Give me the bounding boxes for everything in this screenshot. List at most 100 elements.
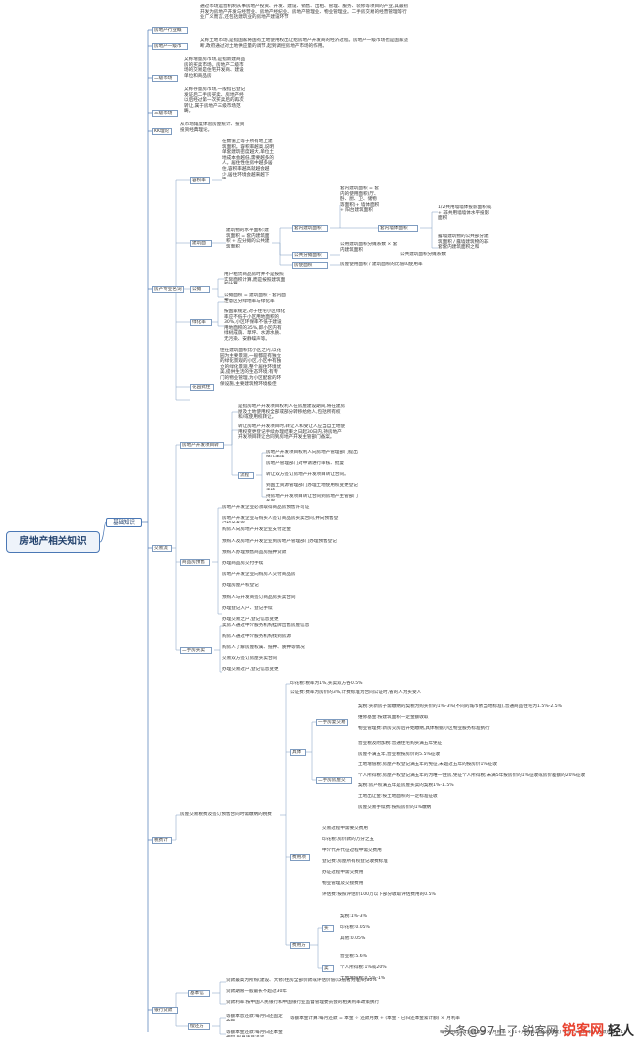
node-first-hand-trade[interactable]: 一手房复交易 [316,719,348,726]
node-industry-concept[interactable]: 房地产行业概念 [152,27,188,34]
node-kk-theory[interactable]: KK理论 [152,128,172,135]
node-presale[interactable]: 商品房预售 [180,559,210,566]
node-building-area[interactable]: 建筑面积 [190,240,212,247]
list-item: 个人所得税:房屋产权登记满五年的为唯一住房,免征个人所得税;未满5年按房价的1%… [358,772,586,778]
node-specific[interactable]: 具体 [290,749,306,756]
watermark-brand: 锐客网 [562,1023,605,1039]
list-item: 营业税及附加税:普通住宅购买满五年免征 [358,741,443,746]
node-stamp-tax: 印花税:税率为1%,买卖双方各0.5% [290,681,363,686]
list-item: 贷款期限一般最长不超过30年 [226,989,287,994]
list-item: 办证过程中需交费用 [322,870,364,875]
node-fee-parties[interactable]: 费用方案 [290,942,310,949]
list-item: 房屋交易手续费:按照房价的1%缴纳 [358,804,432,810]
node-inner-wall-area-desc: 1/2共用墙墙体投影面积或 + 非共用墙墙体水平投影面积 [438,205,492,222]
list-item: 办理商品房交付手续 [222,561,264,566]
node-loan-calc[interactable]: 银行贷款计算 [152,1007,178,1014]
list-item: 登记费:房屋所有权登记收费标准 [322,859,388,864]
node-floor-area-ratio-desc: 在数值上等于所有地上建筑面积。容积率越高,说明单套建筑密度越大,单位土地成本会越… [222,139,274,179]
list-item: 房地产开发项目权利人向房地产管理部门提出转让申请。 [266,450,358,457]
list-item: 物业管理及交接费用 [322,881,364,886]
list-item: 维修基金:按建筑面积一定金额收取 [358,715,429,720]
node-inner-wall-area[interactable]: 套内墙体面积 [378,225,418,232]
node-repay-method[interactable]: 偿还方式 [188,1023,210,1030]
node-balcony-area-desc: 露墙建筑物的公共部分建筑面积 / 露墙建筑物的非套套内建筑面积之和 [438,234,489,251]
list-item: 卖房人通过中介服务机构挂牌出售房屋信息 [222,623,310,628]
node-tertiary-market-desc: 又称存量房市场,一般指已登记发证后二手房买卖、房地产经以后经过第一次买卖后的再次… [184,87,246,115]
node-garden-residence[interactable]: 花园式住宅 [190,384,214,391]
list-item: 其他:0.05% [340,936,366,941]
list-item: 办理交易过户,登记信息变更 [222,667,279,672]
list-item: 营业税:5.6% [340,954,367,959]
watermark-sub: 轻人 [607,1024,634,1039]
node-tax-group: 房屋交易税费及签订预售合同时需缴纳的税费 [180,812,272,817]
node-inner-area-desc: 套内建筑面积 = 套内的使用面积(厅、卧、厨、卫、储物等面积)+ 墙体面积 + … [340,186,380,214]
list-item: 转让双方签订房地产开发项目转让合同。 [266,472,349,477]
list-item: 房地产开发企业与购买人签订商品房买卖合同,并向预售登记机关备案 [222,516,339,523]
node-second-hand-tax[interactable]: 二手房房屋交易 [316,777,352,784]
list-item: 购房人了解房屋权属、抵押、质押等情况 [222,645,305,650]
list-item: 办理交易之户,登记信息变更 [222,617,279,622]
node-tax-calc[interactable]: 税费计算 [152,837,172,844]
node-fee-group[interactable]: 费用项目 [290,854,310,861]
node-usable-area-desc: 房屋使用面积 / 建筑面积的比值叫使用率 [340,262,423,267]
list-item: 个人所得税:1%或20% [340,965,387,970]
node-building-area-desc: 建筑物的水平面积:建筑面积 = 套内建筑面积 + 应分摊的公共建筑面积 [226,228,270,248]
node-project-transfer[interactable]: 房地产开发项目转让 [180,442,224,449]
node-primary-market[interactable]: 房地产一级市场 [152,43,188,50]
list-item: 印花税:0.05% [340,925,370,930]
list-item: 购房人向房地产开发企业支付定金 [222,527,291,533]
node-real-estate-terms[interactable]: 房产专业名词 [152,286,184,293]
list-item: 土地增值税:0.5%-1% [340,976,386,981]
node-second-hand-trade[interactable]: 二手房买卖 [180,647,212,654]
list-item: 印花税:房价款的万分之五 [322,837,375,842]
node-notary-fee: 公证费:费率为房价的3%,计费标准为合同公证时,省的人为买受人 [290,690,422,695]
node-project-transfer-cond: 转让房地产开发项目时,转让人和受让人应当自土地使用权变更登记手续办理结束之日起3… [238,424,346,441]
node-public-share-ratio: 公共建筑面积分摊系数 [400,252,446,257]
node-secondary-market[interactable]: 二级市场 [152,75,178,82]
node-public-share[interactable]: 公摊 [190,286,210,293]
node-seller[interactable]: 卖方 [322,965,334,972]
list-item: 办理房屋产权登记 [222,583,259,589]
list-item: 购房人通过中介服务机构找到房源 [222,634,291,639]
node-trade-process[interactable]: 交易流程 [152,545,172,552]
node-inner-area[interactable]: 套内建筑面积 [292,225,328,232]
node-eco-community-desc: 按国家规定,对于住宅小区绿化率应不低于小区用地面积的30%,小区环保率不低于建设… [224,309,286,342]
list-item: 物业管理费:新房交房后开始缴纳,具体根据小区物业服务标准执行 [358,726,490,731]
node-floor-area-ratio[interactable]: 容积率 [190,177,210,184]
list-item: 房地产开发企业必须取得商品房预售许可证 [222,505,310,510]
node-primary-market-desc: 又称土地市场,是指国家将国有土地使用权出让给房地产开发商的经济过程。房地产一级市… [200,38,409,49]
node-loan-basic[interactable]: 基本信息 [188,990,210,997]
node-equal-principal-formula: 等额本金计算:每月还款 = 本金 ÷ 还款月数 + (本金 - 已归还本金累计额… [290,1016,460,1021]
list-item: 到国土资源管理部门办理土地使用权变更登记手续。 [266,483,358,490]
root-topic[interactable]: 房地产相关知识 [6,531,100,553]
node-public-share-note: 用户租赁商品房时并不是按照实际面积计算,而是按照建筑面积计算 [224,272,286,284]
list-item: 贷款利率:按中国人民银行和中国银行业监督管理委员会的相关利率政策执行 [226,1000,380,1005]
list-item: 贷款最高为所购(建设、大修)住房全部价款或评估价值(以低者为准)的80% [226,978,377,983]
list-item: 中介代开代征过程中需交费用 [322,848,382,853]
list-item: 预购人办理预售商品房抵押贷款 [222,549,287,555]
node-tertiary-market[interactable]: 三级市场 [152,110,178,117]
list-item: 交易双方签订房屋买卖合同 [222,656,278,661]
node-garden-residence-desc: 住在建筑面积比小区之内,以花园为主要景观,一般都是有独立的绿化景观的小区,小区中… [220,348,282,387]
list-item: 等额本息还款:每月归还固定金额 [226,1014,283,1021]
list-item: 持房地产开发项目转让合同到房地产主管部门备案 [266,494,358,501]
list-item: 预购人与开发商签订商品房买卖合同 [222,594,296,600]
node-transfer-flow[interactable]: 流程 [238,472,254,479]
list-item: 契税:买新房子需缴纳的契税为购买价的1%-3%(不同的城市依当地标准),普通商品… [358,704,563,709]
list-item: 房屋不满五年,营业税按房价的5.5%征收 [358,751,441,757]
node-project-transfer-desc: 是指房地产开发项目权利人在房屋建设期间,将在建房屋及土地使用权全部或部分转移给他… [238,404,346,421]
topic-basic-knowledge[interactable]: 基础知识 [106,518,142,527]
node-usable-area[interactable]: 房使面积 [292,262,328,269]
watermark-author: 头条@97上了 锐客网 [443,1024,559,1038]
node-secondary-market-desc: 又称增量房市场,是指新建商品房的买卖市场。房地产二级市场的交易是住宅开发商、建设… [184,57,246,79]
node-green-rate-note: 注意区分绿地率与绿化率 [224,299,275,304]
node-green-rate[interactable]: 绿化率 [190,319,212,326]
node-kk-theory-desc: 从市场角度体验房屋统计、投资投资经典理论。 [180,122,245,133]
list-item: 契税:房产权满五年是房屋买卖的契税1%-1.5% [358,783,454,789]
list-item: 评估费:按照评估价100万以下部分收取评估费用的0.5% [322,892,436,897]
list-item: 房地产管理部门对申请进行审核、批复 [266,461,345,466]
node-buyer[interactable]: 买方 [322,925,334,932]
node-equal-installment-formula: 每月还款 = [贷款本金 × 月利率 × (1+月利率)^还款月数] ÷ [(1… [440,1030,626,1035]
node-public-share-area[interactable]: 公共分摊面积 [292,252,328,259]
list-item: 等额本金还款:每月归还本金相同,利息逐月递减 [226,1030,283,1037]
